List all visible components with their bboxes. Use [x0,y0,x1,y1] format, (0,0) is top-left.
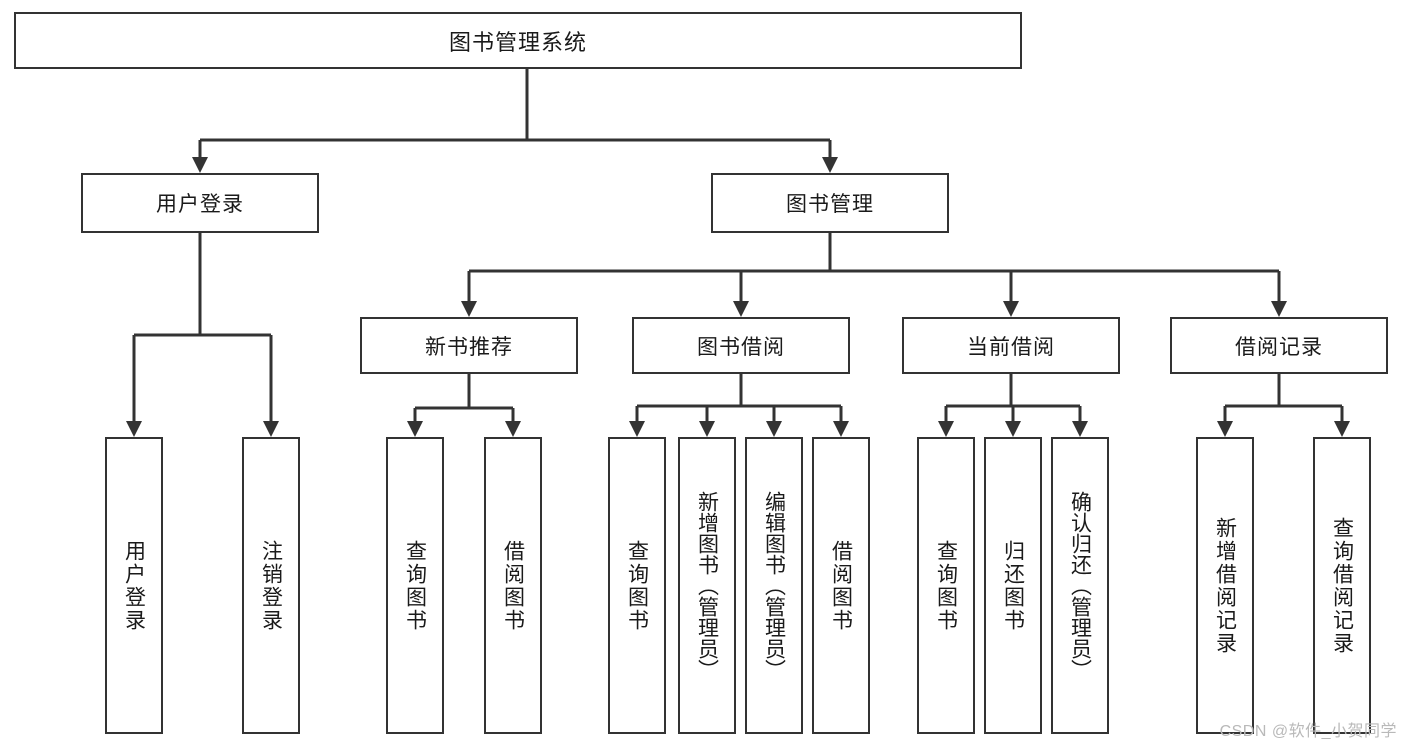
node-label: 图书借阅 [697,335,785,359]
node-label: 图书管理系统 [448,29,587,55]
node-label: 确认归还（管理员） [1068,491,1092,680]
node-label: 借阅记录 [1235,335,1323,359]
edge-arrowhead-user-login [192,157,208,173]
node-leaf-borrow-book-1[interactable]: 借阅图书 [484,437,542,734]
edge-arrowhead-leaf-return-book [1005,421,1021,437]
edge-arrowhead-leaf-logout [263,421,279,437]
node-label: 编辑图书（管理员） [762,491,786,680]
node-leaf-borrow-book-2[interactable]: 借阅图书 [812,437,870,734]
node-label: 查询图书 [934,539,958,632]
edge-arrowhead-book-borrow [733,301,749,317]
node-leaf-query-record[interactable]: 查询借阅记录 [1313,437,1371,734]
edge-arrowhead-leaf-edit-book [766,421,782,437]
node-leaf-logout[interactable]: 注销登录 [242,437,300,734]
node-leaf-return-book[interactable]: 归还图书 [984,437,1042,734]
node-label: 当前借阅 [967,335,1055,359]
node-new-book-recommend[interactable]: 新书推荐 [360,317,578,374]
edge-arrowhead-borrow-record [1271,301,1287,317]
node-borrow-record[interactable]: 借阅记录 [1170,317,1388,374]
node-leaf-query-book-3[interactable]: 查询图书 [917,437,975,734]
edge-arrowhead-leaf-query-book-1 [407,421,423,437]
edge-arrowhead-new-book-recommend [461,301,477,317]
edge-arrowhead-leaf-query-book-3 [938,421,954,437]
edge-arrowhead-leaf-borrow-book-1 [505,421,521,437]
node-book-borrow[interactable]: 图书借阅 [632,317,850,374]
node-label: 新书推荐 [425,335,513,359]
node-root[interactable]: 图书管理系统 [14,12,1022,69]
node-leaf-query-book-1[interactable]: 查询图书 [386,437,444,734]
node-label: 用户登录 [122,539,146,632]
node-label: 查询图书 [625,539,649,632]
node-label: 查询图书 [403,539,427,632]
node-leaf-add-book[interactable]: 新增图书（管理员） [678,437,736,734]
node-leaf-edit-book[interactable]: 编辑图书（管理员） [745,437,803,734]
edge-arrowhead-leaf-query-record [1334,421,1350,437]
node-leaf-query-book-2[interactable]: 查询图书 [608,437,666,734]
node-label: 新增图书（管理员） [695,491,719,680]
node-label: 查询借阅记录 [1330,516,1354,655]
edge-arrowhead-leaf-user-login [126,421,142,437]
edge-arrowhead-current-borrow [1003,301,1019,317]
node-leaf-user-login[interactable]: 用户登录 [105,437,163,734]
node-label: 归还图书 [1001,539,1025,632]
edge-arrowhead-leaf-confirm-return [1072,421,1088,437]
node-user-login[interactable]: 用户登录 [81,173,319,233]
node-current-borrow[interactable]: 当前借阅 [902,317,1120,374]
edge-arrowhead-leaf-query-book-2 [629,421,645,437]
node-label: 注销登录 [259,539,283,632]
node-label: 图书管理 [786,193,874,216]
node-label: 借阅图书 [829,539,853,632]
node-leaf-add-record[interactable]: 新增借阅记录 [1196,437,1254,734]
node-label: 新增借阅记录 [1213,516,1237,655]
edge-arrowhead-leaf-add-book [699,421,715,437]
node-book-manage[interactable]: 图书管理 [711,173,949,233]
edge-arrowhead-book-manage [822,157,838,173]
edge-arrowhead-leaf-add-record [1217,421,1233,437]
edge-arrowhead-leaf-borrow-book-2 [833,421,849,437]
node-label: 用户登录 [156,193,244,216]
node-label: 借阅图书 [501,539,525,632]
node-leaf-confirm-return[interactable]: 确认归还（管理员） [1051,437,1109,734]
